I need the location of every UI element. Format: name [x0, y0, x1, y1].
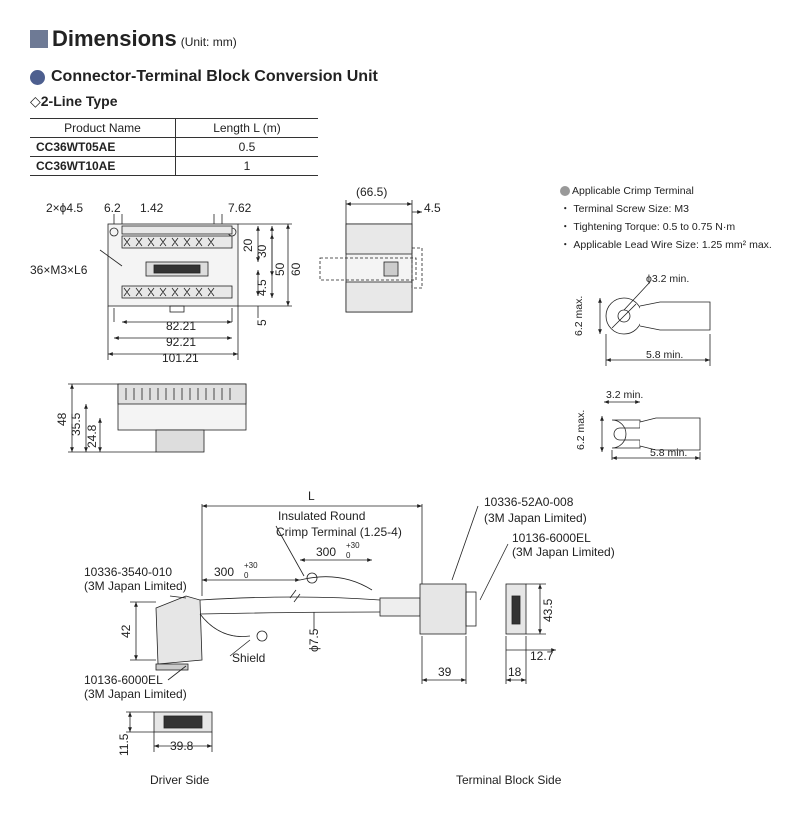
crimp-note: ・ Tightening Torque: 0.5 to 0.75 N·m	[560, 221, 736, 233]
conn-left-pn: 10336-3540-010	[84, 565, 172, 579]
dim-435: 43.5	[541, 598, 555, 622]
conn-right-mfr: (3M Japan Limited)	[484, 511, 587, 525]
tol-up-a: +30	[244, 561, 258, 570]
crimp-notes-heading: Applicable Crimp Terminal	[572, 185, 694, 197]
terminal-block-top-view	[99, 214, 292, 360]
tol-up-b: +30	[346, 541, 360, 550]
tol-down-a: 0	[244, 571, 249, 580]
label-front-248: 24.8	[85, 424, 99, 448]
dim-18: 18	[508, 665, 522, 679]
plug-left-pn: 10136-6000EL	[84, 673, 163, 687]
label-w2: 92.21	[166, 335, 196, 349]
fork-length-label: 5.8 min.	[650, 447, 687, 459]
section-title: Connector-Terminal Block Conversion Unit	[51, 68, 378, 85]
crimp-note: ・ Terminal Screw Size: M3	[560, 203, 689, 215]
insulated-label-2: Crimp Terminal (1.25-4)	[276, 525, 402, 539]
ring-hole-label: ϕ3.2 min.	[646, 273, 689, 285]
dim-127: 12.7	[530, 649, 554, 663]
product-table: Product Name Length L (m) CC36WT05AE 0.5…	[30, 118, 318, 176]
driver-side-label: Driver Side	[150, 773, 210, 787]
conn-left-mfr: (3M Japan Limited)	[84, 579, 187, 593]
fork-height-label: 6.2 max.	[575, 410, 587, 450]
terminal-side-label: Terminal Block Side	[456, 773, 562, 787]
shield-label: Shield	[232, 651, 265, 665]
subsection-title: ◇2-Line Type	[30, 93, 118, 109]
label-side-depth: (66.5)	[356, 185, 387, 199]
label-screws: 36×M3×L6	[30, 263, 88, 277]
col-header-product: Product Name	[30, 118, 176, 138]
page-title: Dimensions(Unit: mm)	[52, 26, 237, 51]
label-side-45: 4.5	[424, 201, 441, 215]
product-length: 0.5	[175, 137, 318, 157]
ring-length-label: 5.8 min.	[646, 349, 683, 361]
product-name: CC36WT10AE	[30, 156, 176, 176]
tol-down-b: 0	[346, 551, 351, 560]
product-length: 1	[175, 156, 318, 176]
label-holes: 2×ϕ4.5	[46, 201, 83, 215]
crimp-notes: Applicable Crimp Terminal ・ Terminal Scr…	[560, 182, 772, 254]
note-bullet-icon	[560, 186, 570, 196]
fork-terminal-drawing	[600, 400, 701, 460]
dim-39: 39	[438, 665, 452, 679]
label-h5: 5	[255, 319, 269, 326]
label-pitch1: 6.2	[104, 201, 121, 215]
table-row: CC36WT10AE 1	[30, 156, 318, 176]
table-row: CC36WT05AE 0.5	[30, 137, 318, 157]
label-h45: 4.5	[255, 279, 269, 296]
ring-terminal-drawing	[598, 281, 711, 366]
product-name: CC36WT05AE	[30, 137, 176, 157]
crimp-note: ・ Applicable Lead Wire Size: 1.25 mm² ma…	[560, 239, 772, 251]
diameter-label: ϕ7.5	[307, 628, 321, 652]
label-pitch2: 1.42	[140, 201, 164, 215]
plug-left-mfr: (3M Japan Limited)	[84, 687, 187, 701]
label-h50: 50	[273, 262, 287, 276]
terminal-block-side-view	[319, 200, 423, 313]
insulated-label-1: Insulated Round	[278, 509, 365, 523]
table-header-row: Product Name Length L (m)	[30, 118, 318, 138]
plug-right-mfr: (3M Japan Limited)	[512, 545, 615, 559]
label-w1: 82.21	[166, 319, 196, 333]
section-bullet-icon	[30, 70, 45, 85]
label-pitch3: 7.62	[228, 201, 252, 215]
conn-right-pn: 10336-52A0-008	[484, 495, 574, 509]
unit-label: (Unit: mm)	[180, 35, 237, 49]
plug-right-pn: 10136-6000EL	[512, 531, 591, 545]
label-w3: 101.21	[162, 351, 199, 365]
fork-gap-label: 3.2 min.	[606, 389, 643, 401]
ring-height-label: 6.2 max.	[573, 296, 585, 336]
title-marker	[30, 30, 48, 48]
len300a-label: 300	[214, 565, 234, 579]
label-front-355: 35.5	[69, 412, 83, 436]
plug-398: 39.8	[170, 739, 194, 753]
col-header-length: Length L (m)	[175, 118, 318, 138]
cable-length-label: L	[308, 489, 315, 503]
label-h60: 60	[289, 262, 303, 276]
plug-115: 11.5	[117, 733, 131, 756]
label-h30: 30	[255, 244, 269, 258]
label-front-48: 48	[55, 412, 69, 426]
conn-left-42: 42	[119, 624, 133, 638]
terminal-block-front-view	[68, 383, 247, 453]
cable-drawing	[126, 504, 556, 752]
label-h20: 20	[241, 238, 255, 252]
len300b-label: 300	[316, 545, 336, 559]
